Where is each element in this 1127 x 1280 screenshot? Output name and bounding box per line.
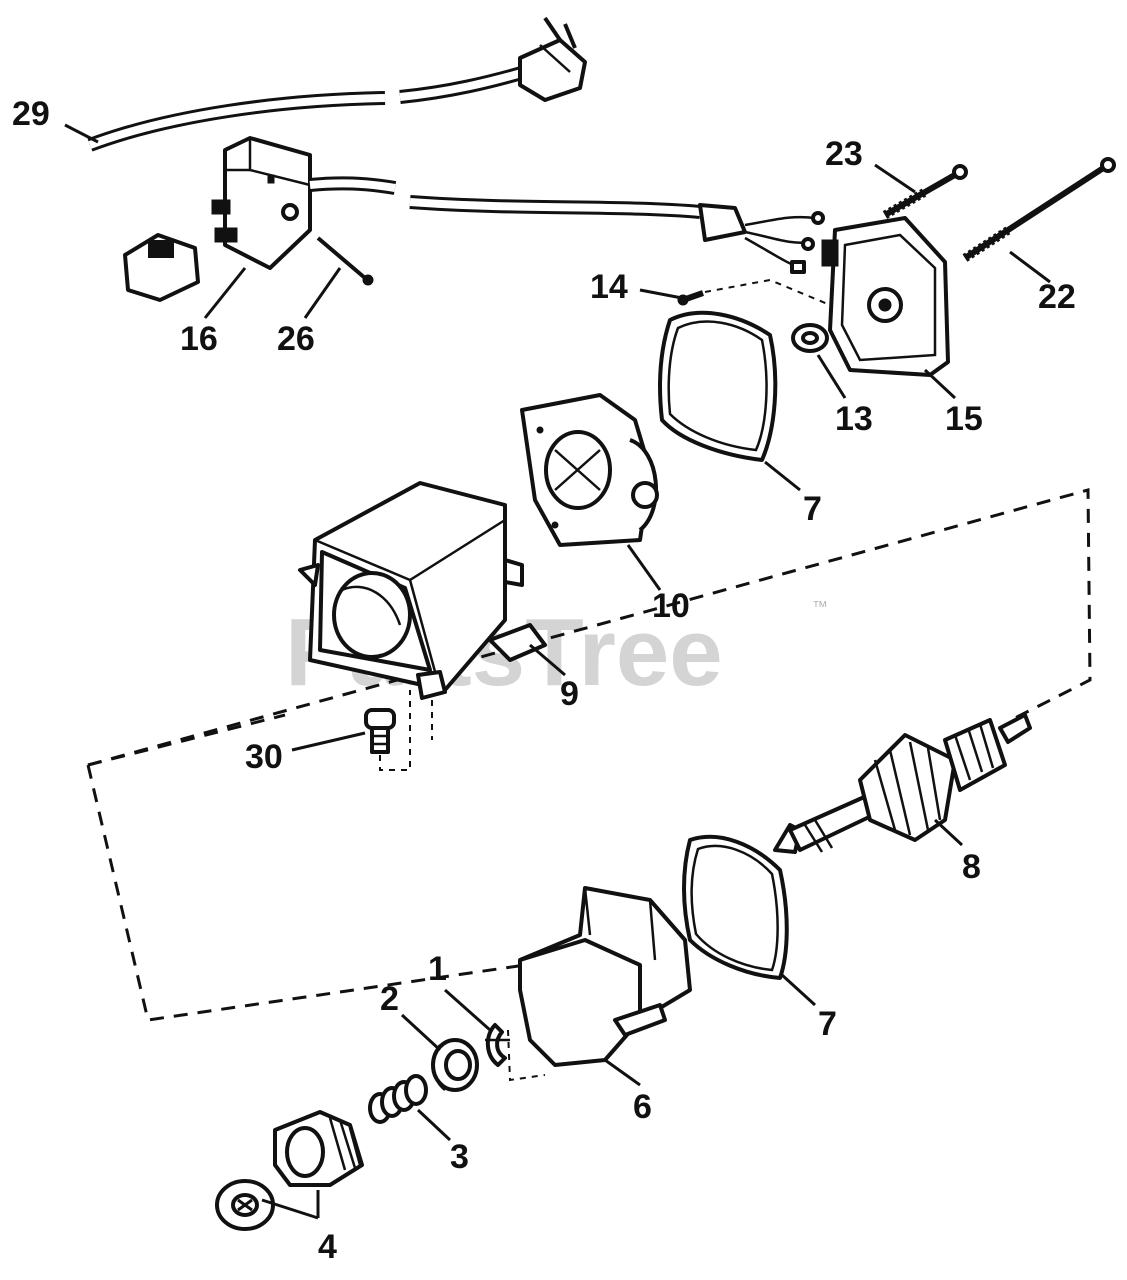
callout-22: 22 <box>1038 278 1076 316</box>
leader-lines <box>64 123 1051 1220</box>
part-15-end-cap[interactable] <box>821 216 950 377</box>
part-23-bolt[interactable] <box>882 164 968 219</box>
assembly-outline-left <box>87 713 286 767</box>
callout-4: 4 <box>318 1228 337 1266</box>
callout-2: 2 <box>380 980 399 1018</box>
part-13-washer[interactable] <box>791 323 829 353</box>
part-10-brush-plate[interactable] <box>520 393 659 547</box>
callout-7-lower: 7 <box>818 1005 837 1043</box>
part-9-motor-housing[interactable] <box>298 481 547 700</box>
part-16-switch-box[interactable] <box>211 136 397 270</box>
part-30-screw[interactable] <box>364 690 433 771</box>
callout-8: 8 <box>962 848 981 886</box>
assembly-outline <box>86 488 1092 1022</box>
part-7-gasket-lower[interactable] <box>682 834 789 980</box>
part-22-bolt[interactable] <box>962 157 1116 262</box>
part-7-gasket-upper[interactable] <box>658 310 778 462</box>
part-1-retaining-ring[interactable] <box>485 1023 510 1067</box>
callout-9: 9 <box>560 675 579 713</box>
callout-10: 10 <box>652 587 690 625</box>
part-3-spring[interactable] <box>368 1074 428 1124</box>
callout-29: 29 <box>12 95 50 133</box>
callout-23: 23 <box>825 135 863 173</box>
part-14-screw[interactable] <box>677 278 831 306</box>
callout-1: 1 <box>428 950 447 988</box>
part-29-power-cord[interactable] <box>37 16 587 302</box>
callout-30: 30 <box>245 738 283 776</box>
callout-14: 14 <box>590 268 628 306</box>
part-8-armature[interactable] <box>773 713 1032 854</box>
callout-13: 13 <box>835 400 873 438</box>
motor-cord[interactable] <box>409 195 825 274</box>
callout-26: 26 <box>277 320 315 358</box>
part-2-stop-nut[interactable] <box>431 1038 479 1092</box>
callout-15: 15 <box>945 400 983 438</box>
trademark-symbol: ™ <box>812 599 828 616</box>
part-26-screw[interactable] <box>316 236 374 286</box>
part-4-pinion-gear[interactable] <box>215 1110 364 1231</box>
callout-6: 6 <box>633 1088 652 1126</box>
part-6-drive-housing[interactable] <box>507 886 692 1082</box>
callout-7-upper: 7 <box>803 490 822 528</box>
callout-16: 16 <box>180 320 218 358</box>
callout-3: 3 <box>450 1138 469 1176</box>
